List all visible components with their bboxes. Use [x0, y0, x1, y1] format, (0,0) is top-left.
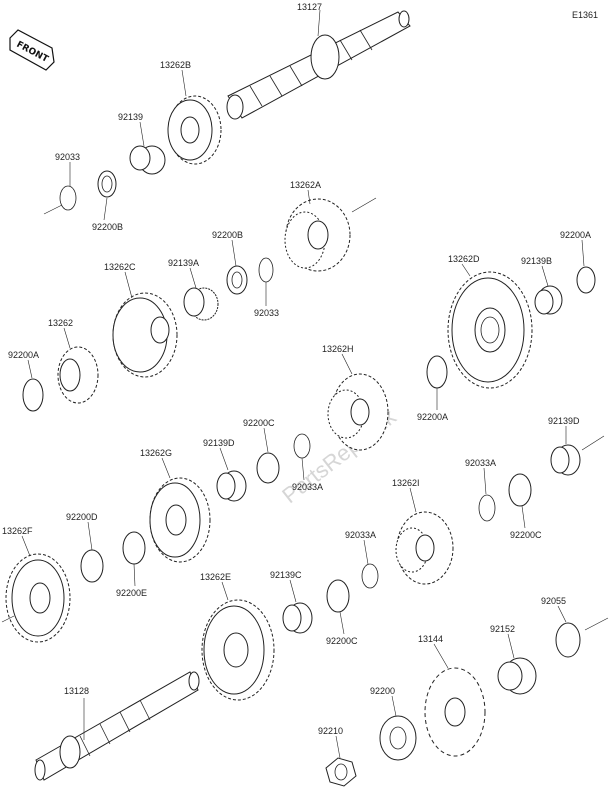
label-92033-top: 92033: [55, 152, 80, 162]
washer-92200D: [80, 549, 104, 583]
circlip-92033A-left: [293, 433, 311, 459]
washer-92200: [379, 715, 417, 761]
washer-92200B-mid: [226, 265, 248, 295]
label-92200B-mid: 92200B: [212, 230, 243, 240]
gear-13262A: [284, 198, 351, 272]
label-13262F: 13262F: [2, 526, 33, 536]
label-92210: 92210: [318, 726, 343, 736]
label-13262: 13262: [48, 318, 73, 328]
label-92139A: 92139A: [168, 258, 199, 268]
needle-bearing-92139A: [183, 287, 219, 321]
gear-13262G: [149, 477, 211, 563]
label-13262G: 13262G: [140, 448, 172, 458]
label-13262B: 13262B: [160, 60, 191, 70]
gear-13262H: [327, 373, 389, 451]
washer-92200E: [122, 531, 146, 565]
label-13262C: 13262C: [104, 262, 136, 272]
label-92200C-lower: 92200C: [326, 636, 358, 646]
gear-13262: [57, 346, 99, 404]
washer-92200A-center: [426, 355, 448, 389]
circlip-92033-mid: [258, 257, 274, 283]
label-13128: 13128: [64, 686, 89, 696]
gear-13262B: [167, 95, 222, 165]
bearing-92139D-left: [216, 470, 247, 502]
bearing-92139D-right: [550, 444, 581, 476]
oring-92055: [555, 622, 581, 658]
label-13262H: 13262H: [322, 344, 354, 354]
label-92200A-left: 92200A: [8, 350, 39, 360]
label-92200: 92200: [370, 686, 395, 696]
label-92033A-right: 92033A: [465, 458, 496, 468]
washer-92200C-lower: [326, 579, 350, 613]
label-92139: 92139: [118, 112, 143, 122]
nut-92210: [325, 757, 357, 787]
label-13262A: 13262A: [290, 180, 321, 190]
label-92200A-right: 92200A: [560, 230, 591, 240]
washer-92200C-right: [508, 473, 532, 507]
label-92139B: 92139B: [521, 256, 552, 266]
front-arrow-icon: FRONT: [9, 29, 55, 71]
label-13144: 13144: [418, 634, 443, 644]
label-92139C: 92139C: [270, 570, 302, 580]
label-92200C-upper: 92200C: [243, 418, 275, 428]
label-13127: 13127: [297, 2, 322, 12]
gear-13262D: [447, 271, 533, 389]
label-92200E: 92200E: [116, 588, 147, 598]
sprocket-13144: [424, 667, 486, 757]
label-92033A-left: 92033A: [292, 482, 323, 492]
label-92200B-top: 92200B: [92, 222, 123, 232]
gear-13262C: [112, 292, 178, 378]
label-13262I: 13262I: [392, 478, 420, 488]
label-13262D: 13262D: [448, 254, 480, 264]
circlip-92033A-mid: [361, 563, 379, 589]
gear-13262F: [5, 553, 71, 643]
bearing-92139: [129, 145, 166, 175]
label-13262E: 13262E: [200, 572, 231, 582]
washer-92200C-upper: [256, 452, 280, 484]
washer-92200A-right: [576, 266, 596, 294]
bearing-92139B: [534, 285, 563, 315]
label-92055: 92055: [541, 596, 566, 606]
bearing-92139C: [282, 602, 313, 634]
gear-13262E: [201, 599, 275, 701]
washer-92200A-left: [22, 378, 44, 412]
label-92200C-right: 92200C: [510, 530, 542, 540]
collar-92152: [497, 657, 537, 695]
circlip-92033-top: [59, 185, 77, 211]
input-shaft-13127: [226, 10, 411, 120]
output-shaft-13128: [34, 671, 200, 781]
label-92033A-mid: 92033A: [345, 530, 376, 540]
diagram-code: E1361: [572, 10, 598, 20]
circlip-92033A-right: [478, 494, 496, 522]
label-92033-mid: 92033: [254, 308, 279, 318]
label-92200A-center: 92200A: [417, 412, 448, 422]
label-92139D-right: 92139D: [548, 416, 580, 426]
label-92152: 92152: [490, 624, 515, 634]
gear-13262I: [395, 511, 454, 585]
label-92200D: 92200D: [66, 512, 98, 522]
label-92139D-left: 92139D: [203, 438, 235, 448]
washer-92200B-top: [97, 170, 117, 198]
